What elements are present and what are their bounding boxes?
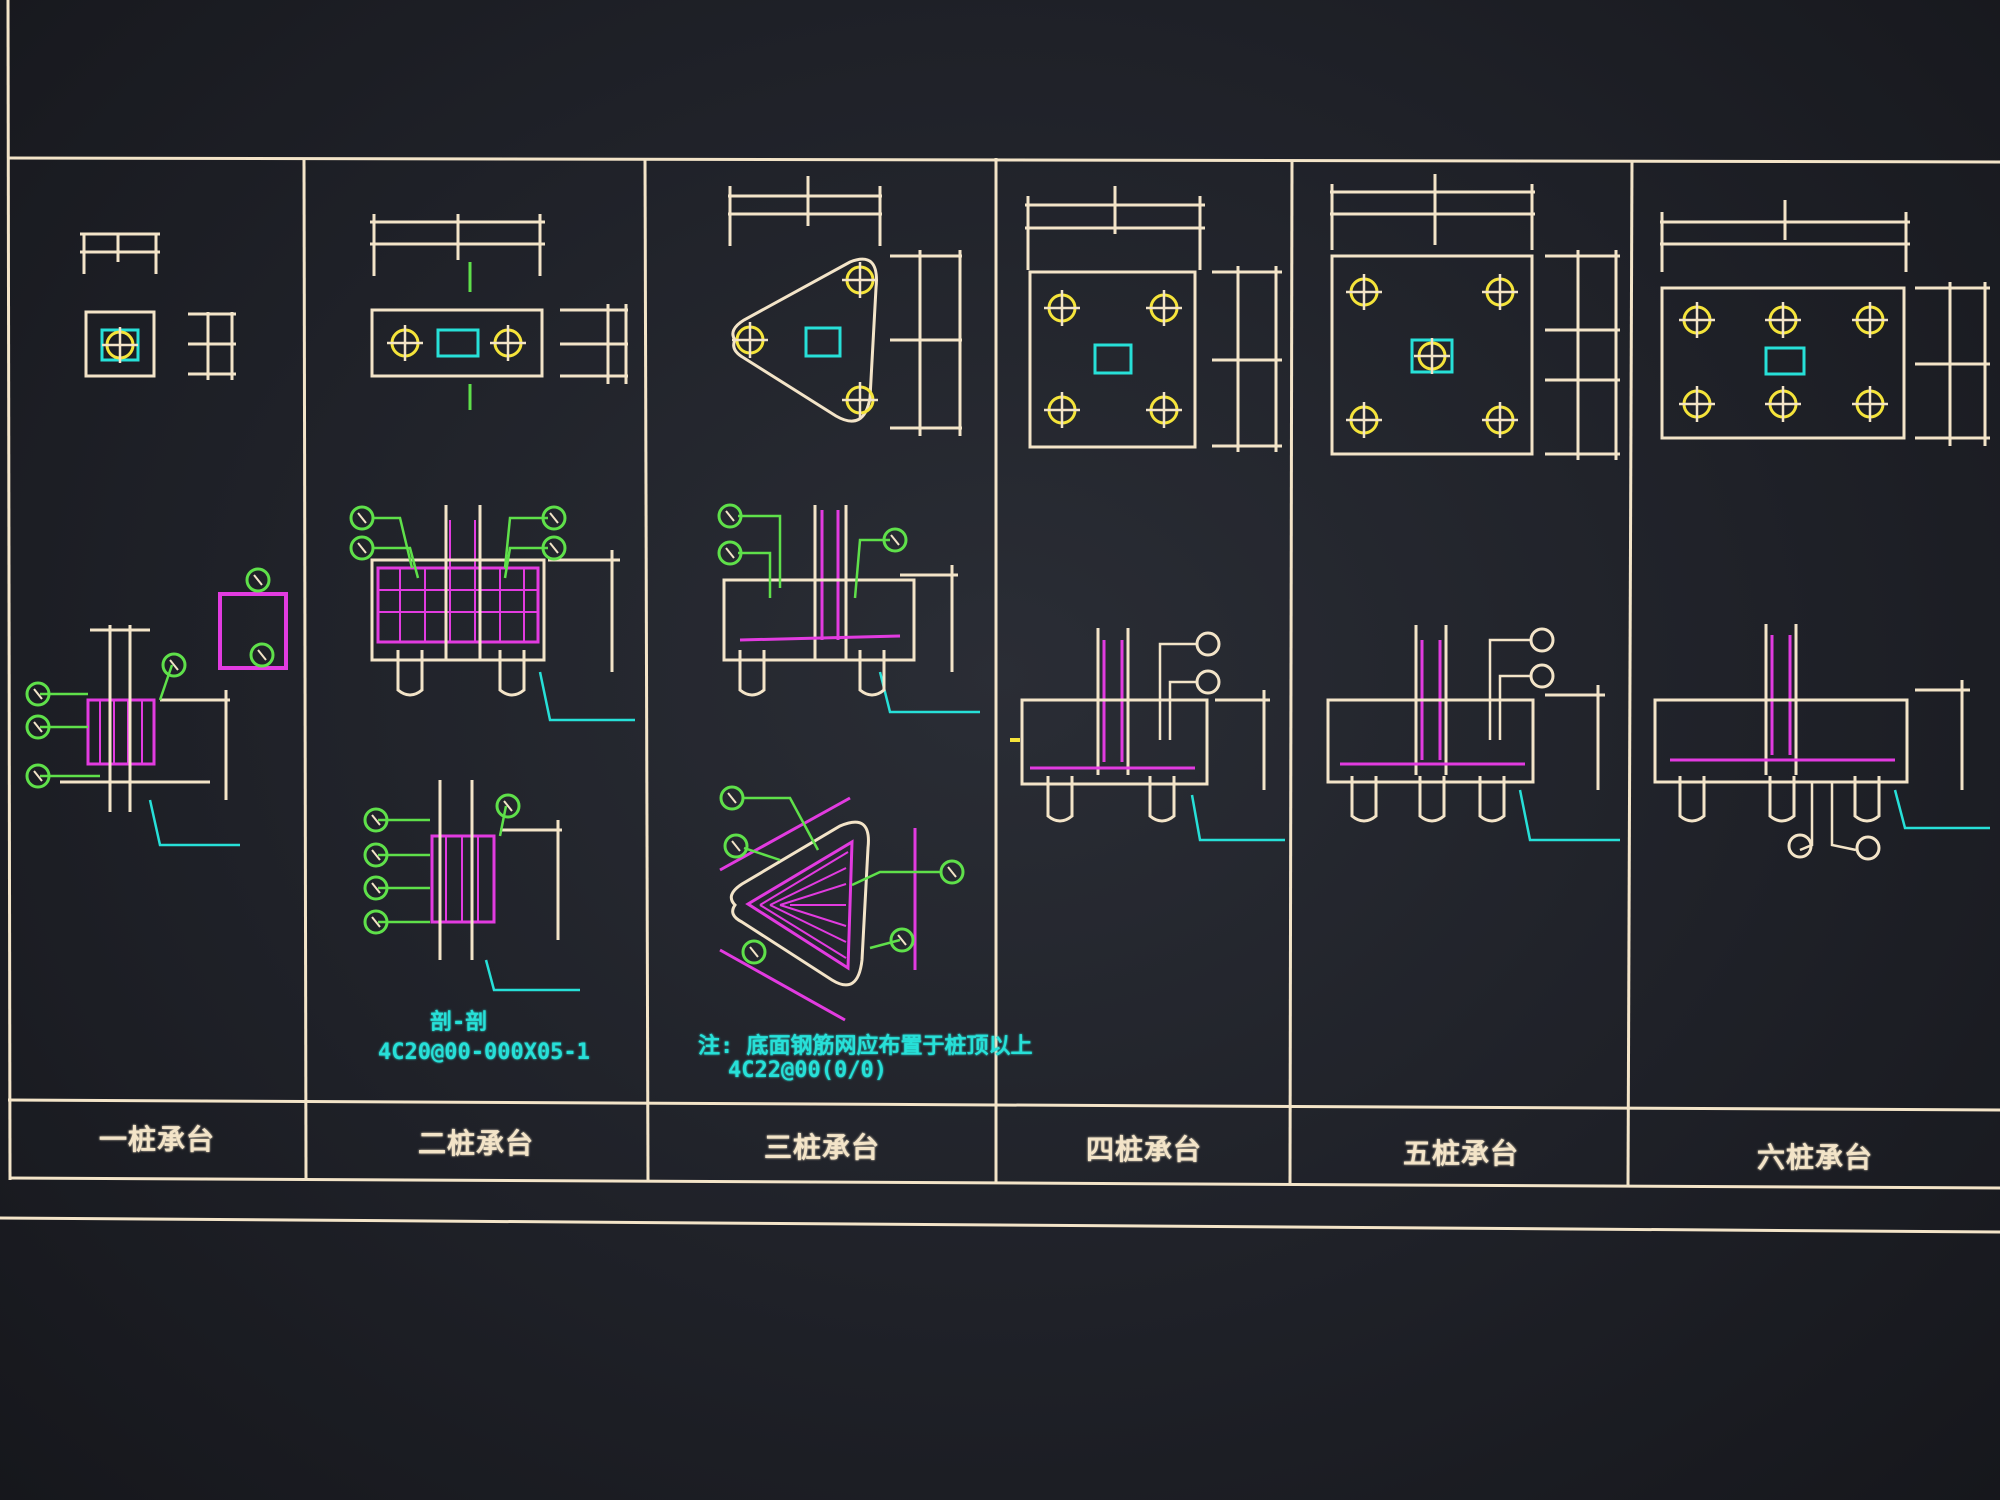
cap-2-plan[interactable]	[370, 214, 628, 410]
pile-bolt-icon	[1344, 400, 1384, 440]
pile-bolt-icon	[1677, 384, 1717, 424]
pile-bolt-icon	[1344, 272, 1384, 312]
pile-bolt-icon	[1042, 390, 1082, 430]
cap-6-column	[1764, 346, 1806, 376]
cap-1-plan[interactable]	[80, 232, 236, 380]
callout-circle-icon	[245, 567, 271, 593]
callout-circle-icon	[723, 833, 749, 859]
pile-bolt-icon	[1763, 384, 1803, 424]
table-frame	[0, 0, 2000, 1234]
callout-circle-icon	[349, 505, 375, 531]
cap-5-section[interactable]	[1326, 625, 1620, 842]
pile-bolt-icon	[840, 380, 880, 420]
cap-2-column	[436, 328, 480, 358]
column-title-1: 一桩承台	[98, 1123, 215, 1156]
cap-4-section[interactable]	[1010, 628, 1285, 842]
cap-1-section[interactable]	[40, 592, 288, 847]
column-title-3: 三桩承台	[763, 1131, 880, 1164]
cap-3-section[interactable]	[722, 505, 980, 714]
pile-bolt-icon	[1677, 300, 1717, 340]
cap-6-plan[interactable]	[1660, 200, 1990, 446]
pile-bolt-icon	[1480, 400, 1520, 440]
cap-3-note-line-2: 4C22@00(0/0)	[728, 1058, 887, 1083]
pile-bolt-icon	[1480, 272, 1520, 312]
callout-circle-icon	[717, 503, 743, 529]
column-title-2: 二桩承台	[417, 1127, 534, 1160]
cap-2-section[interactable]	[370, 505, 635, 722]
cap-4-plan[interactable]	[1025, 186, 1282, 452]
cap-2-detail[interactable]	[378, 780, 580, 992]
callout-circle-icon	[889, 927, 915, 953]
pile-bolt-icon	[1042, 288, 1082, 328]
pile-bolt-icon	[840, 260, 880, 300]
pile-bolt-icon	[1412, 336, 1452, 376]
pile-bolt-icon	[1763, 300, 1803, 340]
pile-bolt-icon	[1850, 384, 1890, 424]
cap-3-rebar-plan[interactable]	[719, 796, 940, 1022]
pile-bolt-icon	[385, 323, 425, 363]
callout-circle-icon	[249, 642, 275, 668]
callout-circle-icon	[161, 652, 187, 678]
column-title-4: 四桩承台	[1085, 1133, 1202, 1166]
pile-bolt-icon	[488, 323, 528, 363]
callout-circle-icon	[1195, 631, 1221, 657]
callout-circle-icon	[939, 859, 965, 885]
column-title-5: 五桩承台	[1402, 1137, 1519, 1170]
callout-circle-icon	[719, 785, 745, 811]
pile-bolt-icon	[1144, 288, 1184, 328]
cap-3-note-line-1: 注: 底面钢筋网应布置于桩顶以上	[698, 1034, 1033, 1059]
callout-circle-icon	[1195, 669, 1221, 695]
callout-circle-icon	[1529, 663, 1555, 689]
callout-circle-icon	[495, 793, 521, 819]
section-label: 剖-剖	[430, 1010, 488, 1035]
cap-3-column	[804, 326, 842, 358]
rebar-note: 4C20@00-000X05-1	[378, 1040, 590, 1065]
cap-5-plan[interactable]	[1330, 174, 1620, 460]
callout-circle-icon	[1529, 627, 1555, 653]
callout-circle-icon	[1855, 835, 1881, 861]
cap-1-column	[100, 325, 140, 365]
cap-3-plan[interactable]	[728, 176, 962, 436]
cap-4-column	[1093, 343, 1133, 375]
cap-6-section[interactable]	[1653, 624, 1990, 852]
pile-bolt-icon	[1144, 390, 1184, 430]
callout-circle-icon	[349, 535, 375, 561]
callout-circle-icon	[717, 540, 743, 566]
pile-bolt-icon	[1850, 300, 1890, 340]
pile-bolt-icon	[100, 325, 140, 365]
callout-circle-icon	[1787, 833, 1813, 859]
column-title-6: 六桩承台	[1756, 1141, 1873, 1174]
callout-circle-icon	[741, 939, 767, 965]
